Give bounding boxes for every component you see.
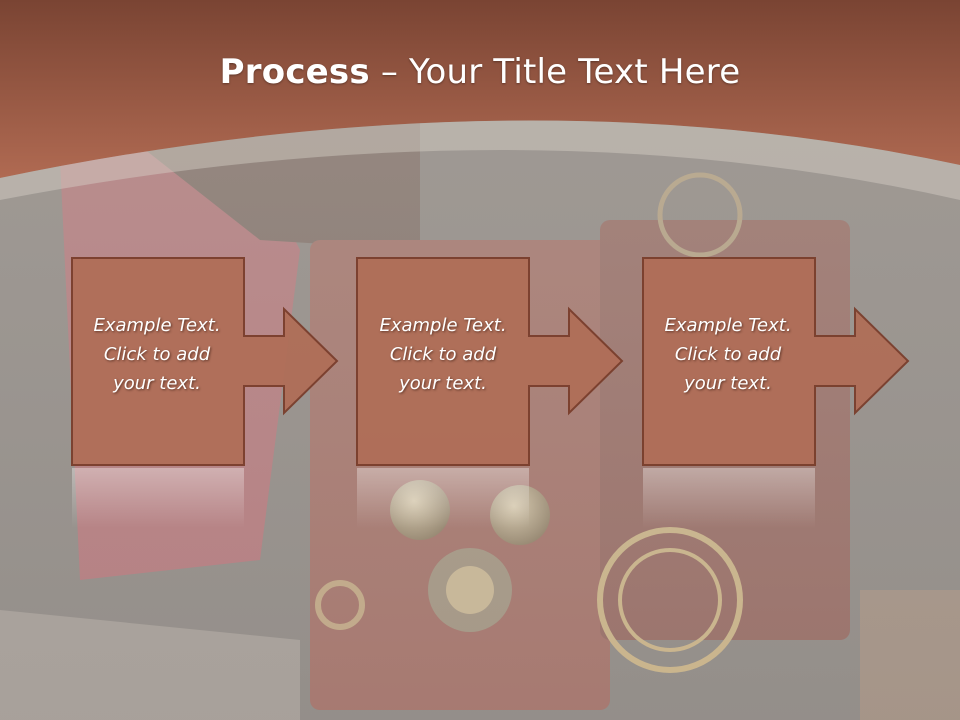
title-bold: Process [219,52,370,92]
step-1-line-1: Example Text. [93,315,221,336]
step-2-line-1: Example Text. [379,315,507,336]
title-text: Your Title Text Here [409,52,741,92]
step-2-line-2: Click to add [389,344,497,365]
slide-title[interactable]: Process – Your Title Text Here [0,52,960,92]
step-2-text[interactable]: Example Text. Click to add your text. [358,311,528,398]
step-3-line-2: Click to add [674,344,782,365]
process-step-1[interactable] [71,257,339,528]
process-step-3[interactable] [642,257,910,528]
title-separator: – [380,52,399,92]
step-1-line-3: your text. [113,373,201,394]
step-3-line-1: Example Text. [664,315,792,336]
process-step-2[interactable] [356,257,624,528]
step-3-line-3: your text. [684,373,772,394]
step-1-line-2: Click to add [103,344,211,365]
step-3-text[interactable]: Example Text. Click to add your text. [643,311,813,398]
step-2-line-3: your text. [399,373,487,394]
step-1-text[interactable]: Example Text. Click to add your text. [72,311,242,398]
